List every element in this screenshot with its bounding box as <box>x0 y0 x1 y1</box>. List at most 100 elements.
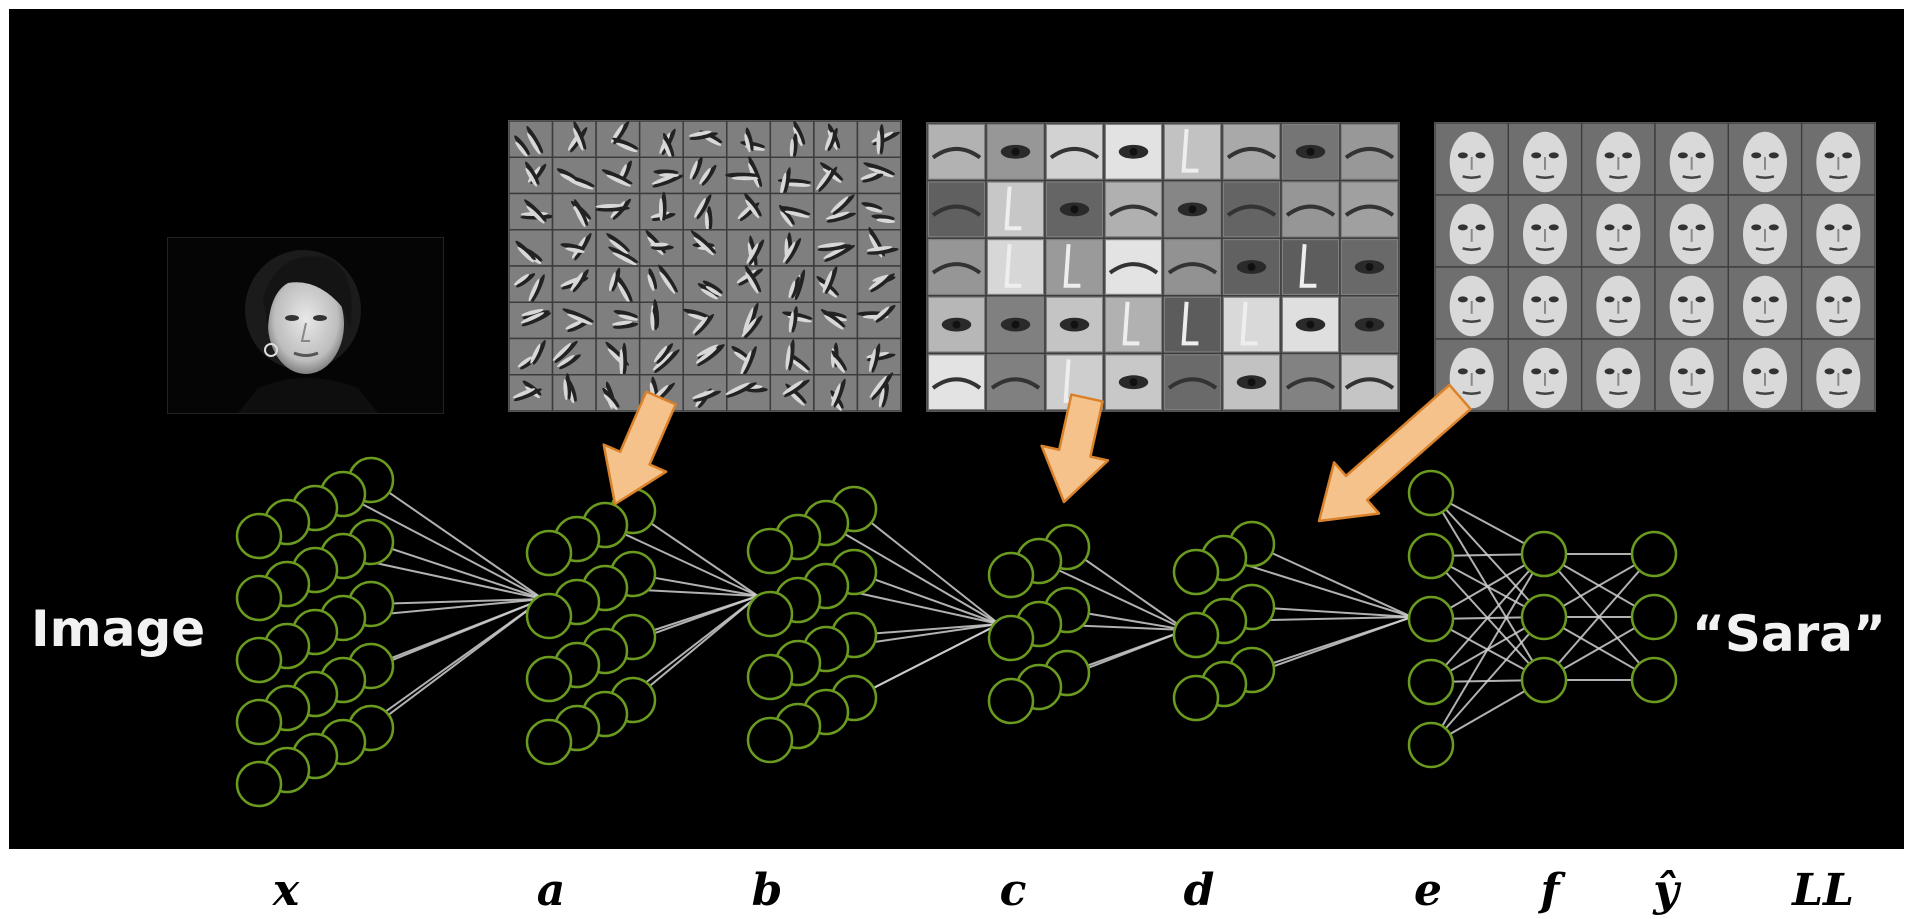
variable-label-x: x <box>272 865 300 916</box>
feature-tile <box>1103 237 1164 297</box>
neuron-node <box>1172 674 1220 722</box>
feature-tile <box>1580 194 1656 268</box>
feature-tile <box>985 295 1046 355</box>
feature-tile <box>985 237 1046 297</box>
variable-label-ll: LL <box>1792 865 1854 916</box>
feature-tile <box>813 374 859 411</box>
neuron-node <box>1630 593 1678 641</box>
feature-tile <box>1435 338 1510 411</box>
feature-tile <box>509 337 554 376</box>
feature-tile <box>856 192 901 231</box>
arrow-faces-to-d <box>1317 383 1472 523</box>
feature-tile <box>856 156 901 195</box>
feature-tile <box>1580 123 1656 196</box>
feature-tile <box>1162 352 1223 411</box>
feature-tile <box>1727 338 1803 411</box>
neuron-node <box>1407 532 1455 580</box>
layer-x <box>235 456 395 808</box>
feature-tile <box>769 265 815 303</box>
feature-tile <box>638 299 684 340</box>
feature-tile <box>769 301 815 340</box>
edge-filters-panel <box>508 120 902 412</box>
feature-tile <box>551 229 597 267</box>
layer-e <box>1407 469 1455 769</box>
feature-tile <box>725 374 772 411</box>
neuron-node <box>987 614 1035 662</box>
feature-tile <box>1800 338 1875 411</box>
feature-tile <box>1044 295 1105 355</box>
variable-label-y-hat: ŷ <box>1653 865 1679 916</box>
feature-tile <box>726 301 772 340</box>
feature-tile <box>595 229 641 267</box>
feature-tile <box>1507 194 1583 268</box>
feature-tile <box>769 337 815 376</box>
neuron-node <box>1407 658 1455 706</box>
feature-tile <box>726 265 772 303</box>
feature-tile <box>638 264 684 303</box>
variable-label-a: a <box>536 865 566 916</box>
neuron-node <box>1630 530 1678 578</box>
layer-y-hat <box>1630 530 1678 704</box>
arrow-edges-to-a <box>602 390 677 506</box>
feature-tile <box>856 227 901 267</box>
feature-tile <box>769 121 815 158</box>
feature-tile <box>682 337 728 376</box>
neuron-node <box>235 760 283 808</box>
feature-tile <box>769 192 815 231</box>
layer-b-connections <box>825 508 1000 713</box>
feature-tile <box>509 156 554 195</box>
feature-tile <box>927 295 987 355</box>
variable-label-d: d <box>1183 865 1215 916</box>
feature-tile <box>927 123 987 182</box>
feature-tile <box>551 265 597 303</box>
feature-tile <box>813 192 859 231</box>
feature-tile <box>1800 123 1875 196</box>
feature-tile <box>1044 237 1105 297</box>
feature-tile <box>856 121 901 158</box>
variable-label-b: b <box>751 865 783 916</box>
input-face-photo <box>167 237 444 414</box>
neuron-node <box>1172 611 1220 659</box>
feature-tile <box>1654 123 1730 196</box>
feature-tile <box>1727 266 1803 340</box>
whole-faces-panel <box>1434 122 1876 412</box>
feature-tile <box>726 337 772 377</box>
layer-c <box>987 523 1091 725</box>
feature-tile <box>985 352 1046 411</box>
feature-tile <box>551 121 597 158</box>
neuron-node <box>525 529 573 577</box>
neuron-node <box>1172 548 1220 596</box>
feature-tile <box>1221 123 1282 182</box>
variable-label-c: c <box>999 865 1027 916</box>
feature-tile <box>1280 295 1341 355</box>
feature-tile <box>595 156 641 195</box>
feature-tile <box>726 121 772 158</box>
feature-tile <box>1103 123 1164 182</box>
feature-tile <box>1339 352 1399 411</box>
feature-tile <box>551 301 597 340</box>
feature-tile <box>1580 338 1656 411</box>
feature-tile <box>1162 237 1223 297</box>
feature-tile <box>725 156 772 195</box>
neuron-node <box>746 590 794 638</box>
neuron-node <box>1407 469 1455 517</box>
neuron-node <box>746 653 794 701</box>
feature-tile <box>682 301 728 340</box>
feature-tile <box>509 265 554 303</box>
feature-tile <box>1103 352 1164 411</box>
feature-tile <box>856 372 901 411</box>
feature-tile <box>1103 179 1164 239</box>
layer-a <box>525 487 657 766</box>
feature-tile <box>1800 194 1875 268</box>
feature-tile <box>1507 123 1583 196</box>
feature-tile <box>1339 295 1399 355</box>
neuron-node <box>987 677 1035 725</box>
neuron-node <box>1520 530 1568 578</box>
feature-tile <box>1435 266 1510 340</box>
neuron-node <box>235 574 283 622</box>
feature-tile <box>682 265 728 303</box>
feature-tile <box>813 121 859 158</box>
feature-tile <box>1162 295 1223 355</box>
layer-f <box>1520 530 1568 704</box>
feature-tile <box>1044 179 1105 239</box>
